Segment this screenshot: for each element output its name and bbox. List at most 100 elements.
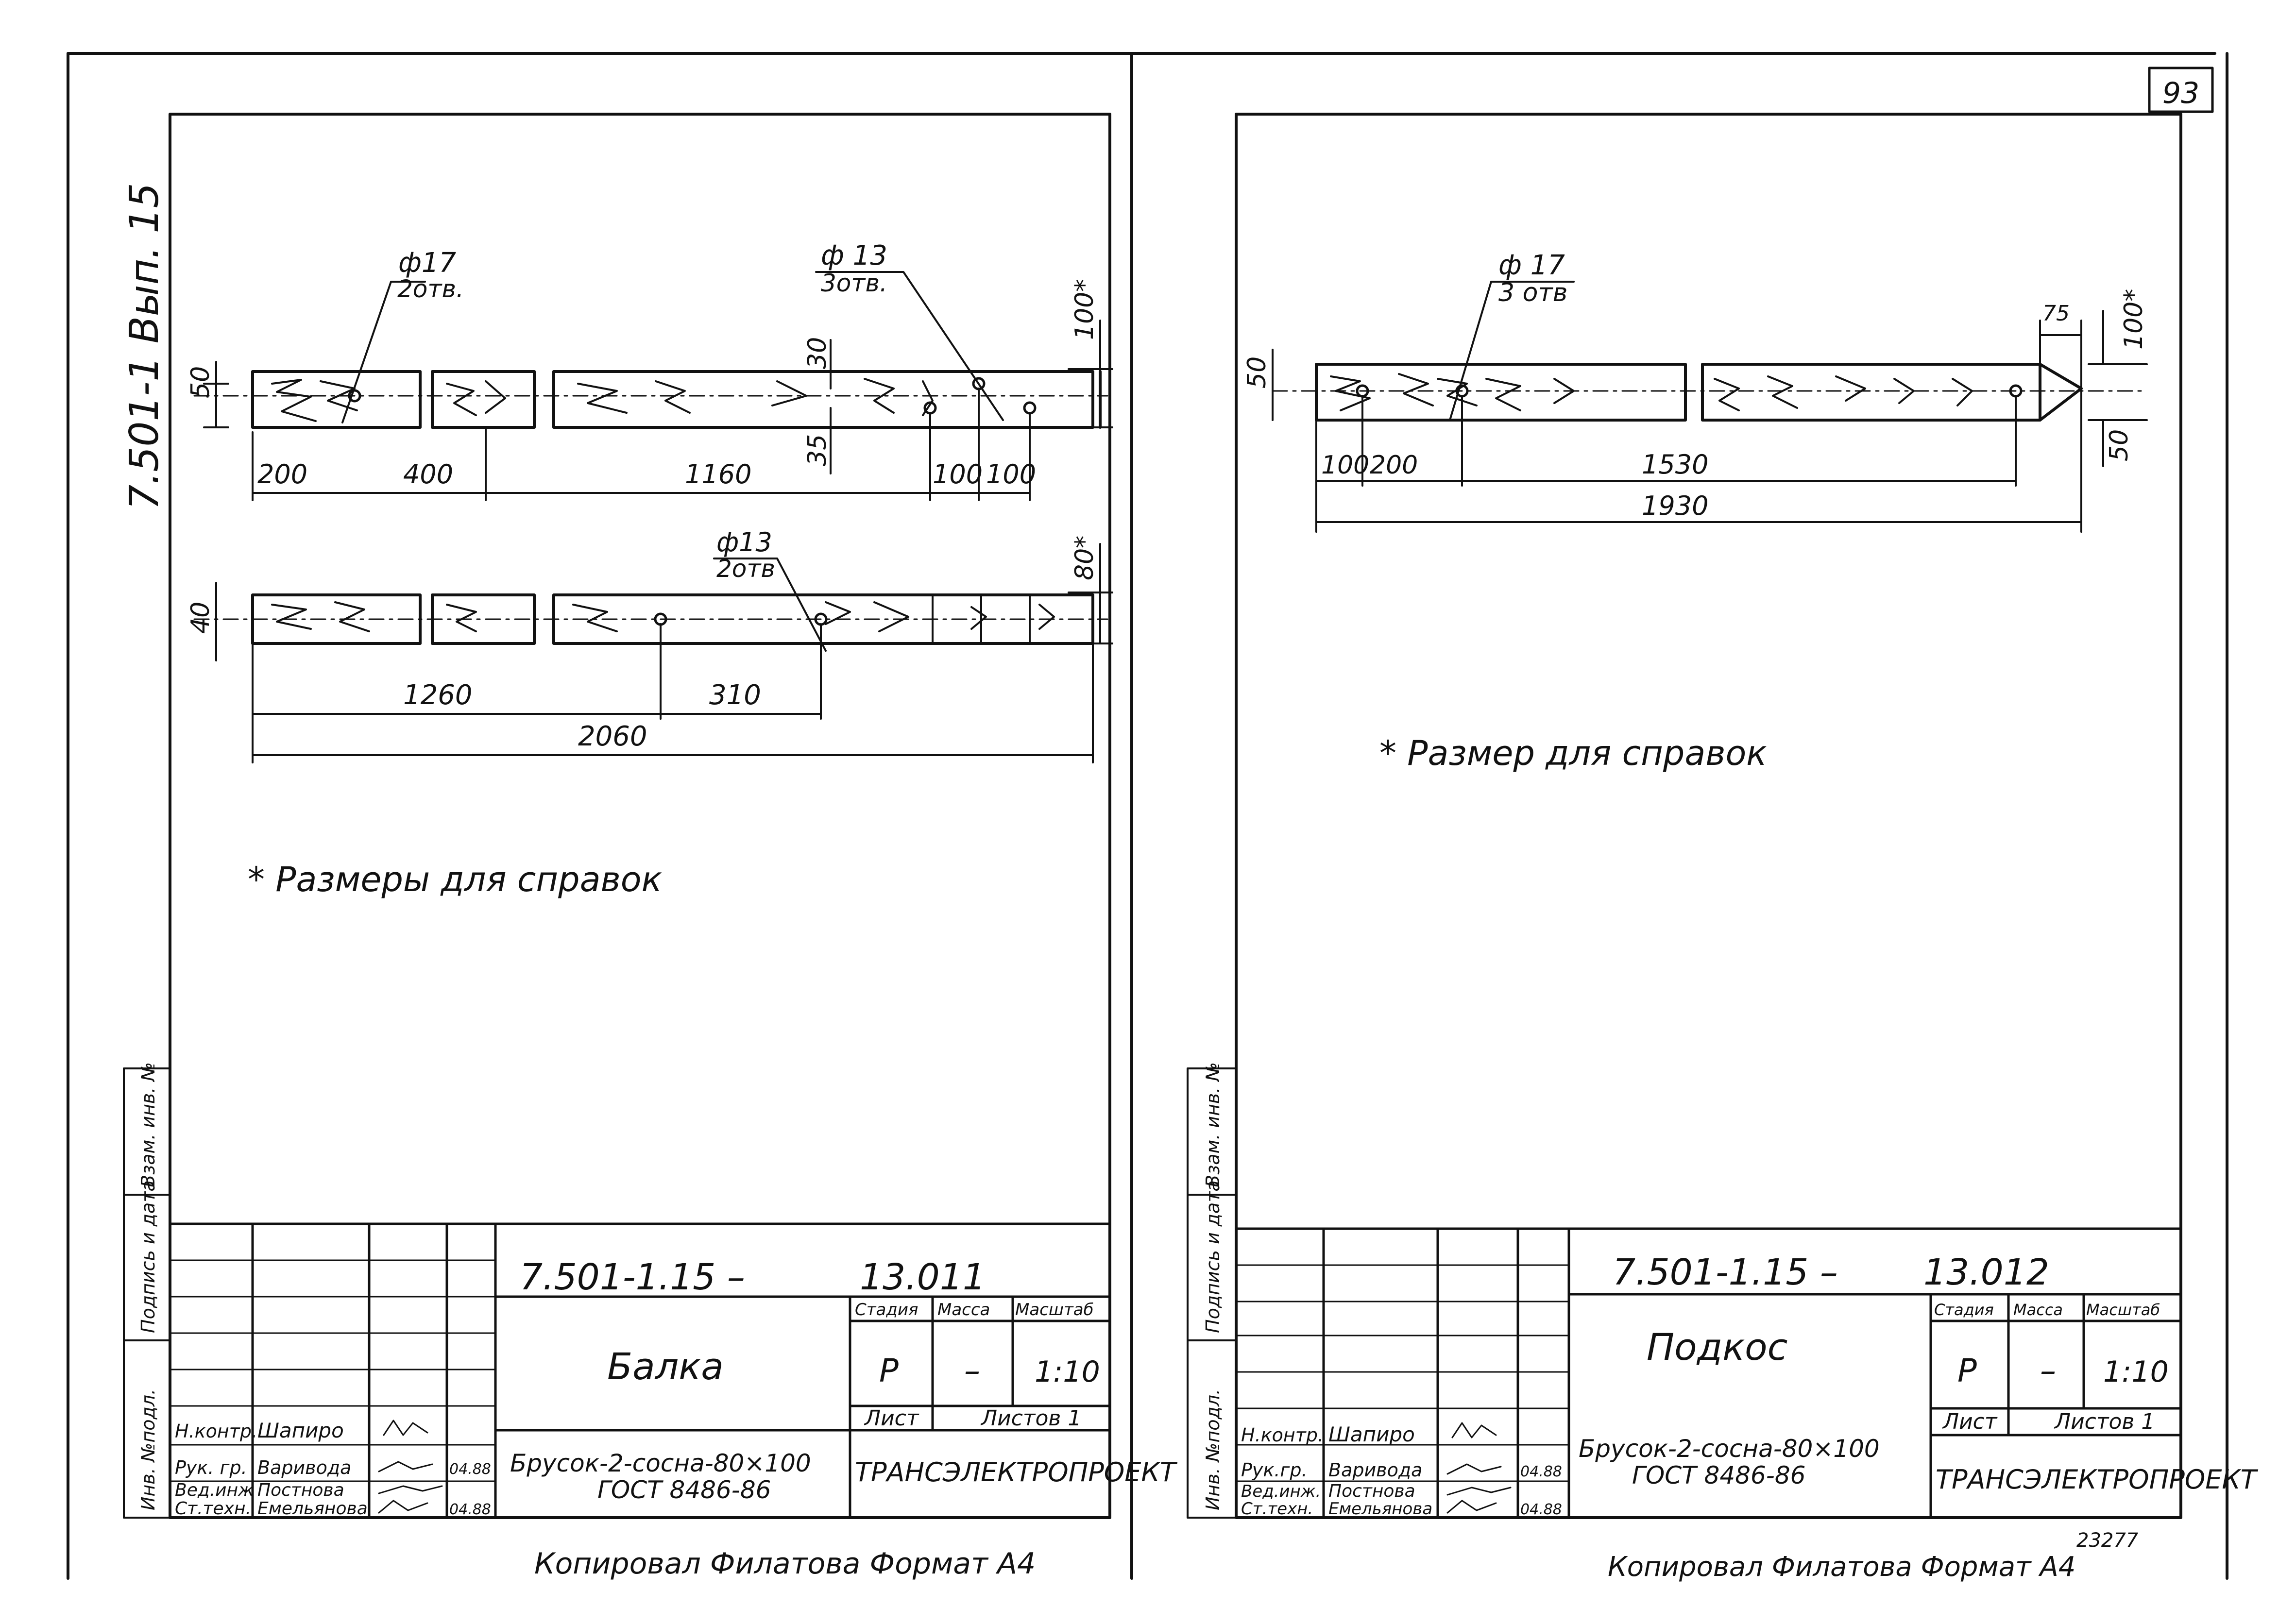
beam-side-view	[193, 543, 1113, 763]
dim-h50-bottom: 50	[2105, 429, 2134, 461]
sheet-label: Лист	[864, 1406, 919, 1431]
header-scale: Масштаб	[1015, 1300, 1094, 1319]
dim-h30: 30	[803, 337, 832, 369]
stamp-name-2-right: Варивода	[1328, 1459, 1422, 1481]
organization-right: ТРАНСЭЛЕКТРОПРОЕКТ	[1936, 1464, 2259, 1495]
dim-400: 400	[403, 459, 453, 490]
stage-value: Р	[879, 1352, 899, 1389]
page-number: 93	[2162, 76, 2199, 110]
signatures	[378, 1420, 443, 1514]
scale-value: 1:10	[1035, 1355, 1100, 1389]
dim-d13-3holes: ф 13	[821, 240, 887, 271]
dim-1260: 1260	[403, 679, 473, 711]
left-side-label-1: Инв. №подл.	[137, 1389, 159, 1510]
part-name-right: Подкос	[1647, 1325, 1787, 1369]
sheet-label-right: Лист	[1942, 1409, 1998, 1434]
dim-100-right: 100	[1321, 451, 1369, 480]
stamp-name-3-right: Постнова	[1328, 1481, 1415, 1501]
left-side-label-2: Подпись и дата	[137, 1180, 159, 1333]
stamp-role-1: Н.контр.	[175, 1421, 257, 1442]
stamp-name-2: Варивода	[257, 1457, 351, 1478]
dim-2holes: 2отв.	[397, 275, 464, 303]
stamp-date-2-right: 04.88	[1520, 1463, 1562, 1480]
dim-d17: ф17	[398, 247, 457, 279]
sheet-number-right: 13.012	[1923, 1252, 2049, 1293]
right-title-block	[1235, 1227, 2182, 1519]
material-line-2-right: ГОСТ 8486-86	[1632, 1461, 1805, 1489]
stamp-role-2-right: Рук.гр.	[1241, 1459, 1308, 1481]
left-sheet: Инв. №подл. Подпись и дата Взам. инв. №	[123, 113, 1178, 1581]
dim-h50: 50	[186, 366, 215, 398]
copied-by: Копировал Филатова Формат А4	[534, 1547, 1036, 1581]
header-mass-right: Масса	[2013, 1301, 2063, 1319]
stamp-role-1-right: Н.контр.	[1241, 1424, 1324, 1446]
strut-view	[1272, 281, 2148, 533]
right-inner-frame	[1235, 113, 2182, 1519]
right-side-strip	[1187, 1067, 1237, 1519]
stamp-role-4-right: Ст.техн.	[1241, 1499, 1313, 1519]
dim-200-right: 200	[1370, 451, 1418, 480]
page-number-box: 93	[2148, 67, 2214, 113]
stamp-date-2: 04.88	[449, 1461, 491, 1478]
header-stage: Стадия	[855, 1300, 918, 1319]
dim-310: 310	[709, 679, 761, 711]
material-line-1-right: Брусок-2-сосна-80×100	[1579, 1435, 1880, 1463]
dim-h35: 35	[803, 434, 832, 466]
mass-value-right: –	[2040, 1352, 2056, 1389]
sheets-count-label: Листов 1	[980, 1406, 1081, 1431]
right-side-label-2: Подпись и дата	[1202, 1180, 1224, 1333]
left-title-block	[169, 1222, 1111, 1519]
right-side-label-1: Инв. №подл.	[1202, 1389, 1224, 1510]
sheets-count-label-right: Листов 1	[2054, 1409, 2155, 1434]
left-side-strip	[123, 1067, 171, 1519]
dim-h50-right: 50	[1242, 356, 1272, 389]
stamp-date-4: 04.88	[449, 1501, 491, 1518]
header-stage-right: Стадия	[1934, 1301, 1994, 1319]
dim-h40: 40	[186, 602, 215, 634]
reference-note: * Размеры для справок	[248, 860, 662, 899]
header-scale-right: Масштаб	[2086, 1301, 2160, 1319]
mass-value: –	[964, 1352, 980, 1389]
header-mass: Масса	[937, 1300, 990, 1319]
left-side-label-3: Взам. инв. №	[137, 1062, 159, 1187]
dim-d17-right: ф 17	[1498, 250, 1565, 281]
dim-3holes-right: 3 отв	[1498, 278, 1567, 307]
stamp-name-4-right: Емельянова	[1328, 1499, 1432, 1519]
stamp-name-1-right: Шапиро	[1328, 1422, 1415, 1446]
signatures-right	[1446, 1422, 1512, 1514]
stamp-role-3-right: Вед.инж.	[1241, 1482, 1321, 1501]
part-name: Балка	[607, 1345, 724, 1388]
dim-1530: 1530	[1642, 449, 1708, 480]
dim-2060: 2060	[578, 721, 647, 752]
stamp-role-2: Рук. гр.	[175, 1457, 247, 1478]
scale-value-right: 1:10	[2103, 1355, 2169, 1389]
stage-value-right: Р	[1957, 1352, 1977, 1389]
stamp-name-3: Постнова	[257, 1480, 344, 1500]
dim-200: 200	[257, 459, 307, 490]
beam-top-view	[193, 271, 1113, 501]
page-frame	[67, 52, 2228, 1580]
right-side-label-3: Взам. инв. №	[1202, 1062, 1224, 1187]
stamp-role-4: Ст.техн.	[175, 1499, 251, 1519]
material-line-2: ГОСТ 8486-86	[597, 1476, 771, 1504]
dim-2holes-b: 2отв	[716, 555, 775, 583]
dim-3holes: 3отв.	[821, 269, 887, 297]
dim-100b: 100	[986, 459, 1036, 490]
dim-1930: 1930	[1642, 491, 1708, 521]
organization: ТРАНСЭЛЕКТРОПРОЕКТ	[855, 1457, 1178, 1488]
dim-h100: 100*	[1070, 279, 1099, 340]
dim-75: 75	[2042, 301, 2070, 326]
stamp-name-4: Емельянова	[257, 1499, 368, 1519]
material-line-1: Брусок-2-сосна-80×100	[510, 1449, 811, 1477]
dim-d13-2holes: ф13	[716, 527, 772, 558]
stamp-date-4-right: 04.88	[1520, 1501, 1562, 1518]
side-document-code: 7.501-1 Вып. 15	[121, 183, 168, 510]
dim-100a: 100	[933, 459, 983, 490]
document-code: 7.501-1.15 –	[520, 1256, 745, 1298]
dim-1160: 1160	[685, 459, 751, 490]
reference-note-right: * Размер для справок	[1379, 733, 1767, 773]
dim-h80: 80*	[1070, 536, 1099, 580]
sheet-number: 13.011	[860, 1256, 986, 1298]
copied-by-right: Копировал Филатова Формат А4	[1608, 1551, 2075, 1583]
